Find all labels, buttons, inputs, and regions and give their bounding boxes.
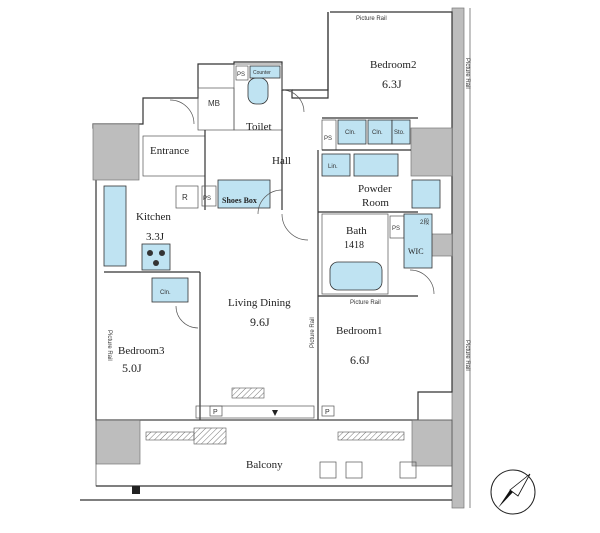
compass-ring: [490, 469, 536, 515]
powder-room-line2: Room: [362, 197, 389, 209]
shoes-box-label: Shoes Box: [222, 196, 257, 205]
pillar-topleft: [92, 123, 140, 181]
entry-marker: [272, 410, 278, 416]
burner-2: [159, 250, 165, 256]
pillar-bottom-right: [411, 419, 453, 467]
picture-rail-side1: Picture Rail: [464, 58, 470, 89]
bedroom2-closet-2: [367, 119, 393, 145]
burner-3: [153, 260, 159, 266]
ps-box-living-left: [209, 405, 223, 417]
ps-box-living-right: [321, 405, 335, 417]
living-dining-size: 9.6J: [250, 315, 270, 329]
wic-shelf-label: 2段: [420, 218, 429, 226]
living-dining-name: Living Dining: [228, 297, 291, 309]
shoes-box-cabinet: [217, 179, 271, 209]
picture-rail-left: Picture Rail: [106, 330, 112, 361]
bedroom3-name: Bedroom3: [118, 345, 165, 357]
picture-rail-side2: Picture Rail: [464, 340, 470, 371]
counter-box: [249, 65, 281, 79]
counter-label: Counter: [253, 70, 271, 76]
bedroom2-walls: [292, 12, 329, 91]
powder-room-line1: Powder: [358, 183, 392, 195]
balcony-unit-3: [399, 461, 417, 479]
balcony-drain: [132, 486, 140, 494]
ps-box-hall: [201, 185, 217, 207]
balcony-unit-2: [345, 461, 363, 479]
balcony-unit-1: [319, 461, 337, 479]
fridge-space: [175, 185, 199, 209]
bath-name: Bath: [346, 225, 367, 237]
ps-box-toilet: [235, 65, 249, 81]
entrance-name: Entrance: [150, 145, 189, 157]
bedroom2-name: Bedroom2: [370, 59, 416, 71]
ps-bath-label: PS: [392, 226, 400, 232]
washer-space: [411, 179, 441, 209]
door-swing-bedroom1: [409, 269, 435, 295]
bedroom2-closet-1: [337, 119, 367, 145]
cln-1-label: Cln.: [345, 130, 356, 136]
mb-label: MB: [208, 99, 220, 108]
kitchen-cooktop: [141, 243, 171, 271]
pillar-bottom-left: [95, 419, 141, 465]
lin-label: Lin.: [328, 164, 338, 170]
exterior-wall-right: [451, 7, 465, 509]
bedroom2-size: 6.3J: [382, 77, 402, 91]
bedroom1-name: Bedroom1: [336, 325, 382, 337]
ps-box-bedroom2: [321, 119, 337, 151]
wic-name: WIC: [408, 247, 424, 256]
picture-rail-right: Picture Rail: [310, 317, 316, 348]
door-swing-bedroom3: [175, 305, 199, 329]
bedroom1-size: 6.6J: [350, 353, 370, 367]
p-label-left: P: [213, 409, 218, 416]
wic-room: [403, 213, 433, 269]
balcony-hatch-1: [145, 431, 195, 441]
aircon-mark: [231, 387, 265, 399]
bath-size: 1418: [344, 240, 364, 251]
hall-name: Hall: [272, 155, 291, 167]
picture-rail-bath: Picture Rail: [350, 300, 381, 306]
window-living: [195, 405, 315, 419]
toilet-name: Toilet: [246, 121, 272, 133]
kitchen-counter: [103, 185, 127, 267]
ps-bedroom2-label: PS: [324, 136, 332, 142]
unit-outline: [92, 11, 453, 421]
balcony-hatch-3: [337, 431, 405, 441]
bath-room: [321, 213, 389, 295]
bedroom3-size: 5.0J: [122, 361, 142, 375]
bedroom3-closet-label: Cln.: [160, 290, 171, 296]
pillar-mid-right: [410, 127, 453, 177]
burner-1: [147, 250, 153, 256]
fridge-label: R: [182, 193, 188, 202]
balcony-name: Balcony: [246, 459, 283, 471]
picture-rail-top: Picture Rail: [356, 16, 387, 22]
door-swing-living: [281, 213, 309, 241]
ps-hall-label: PS: [203, 196, 211, 202]
kitchen-name: Kitchen: [136, 211, 171, 223]
compass-needle-tail: [509, 473, 531, 497]
door-swing-toilet: [283, 89, 305, 113]
cln-2-label: Cln.: [372, 130, 383, 136]
ps-toilet-label: PS: [237, 72, 245, 78]
door-swing-hall: [257, 189, 283, 215]
bathtub: [329, 261, 383, 291]
balcony-area: [95, 419, 453, 487]
mb-room: [197, 87, 235, 131]
kitchen-size: 3.3J: [146, 231, 165, 243]
door-swing-entrance: [169, 99, 195, 125]
bedroom2-storage: [391, 119, 411, 145]
toilet-fixture: [247, 77, 269, 105]
p-label-right: P: [325, 409, 330, 416]
balcony-hatch-2: [193, 427, 227, 445]
sto-label: Sto.: [394, 130, 405, 136]
powder-sink: [353, 153, 399, 177]
linen-cabinet: [321, 153, 351, 177]
bedroom3-closet: [151, 277, 189, 303]
